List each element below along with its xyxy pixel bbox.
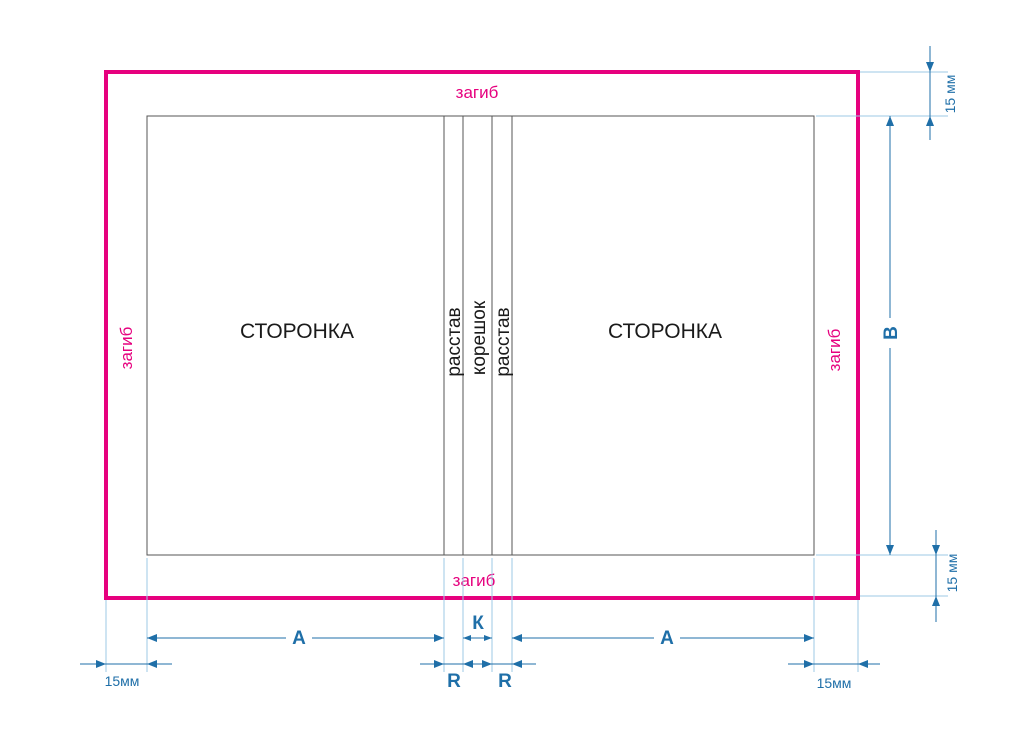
dim-a-right-arrow-start [512, 634, 522, 642]
dim-a-right-label: A [660, 628, 674, 649]
dim-15mm-right-arrow-b [858, 660, 868, 668]
dim-15mm-bottom-arrow-b [932, 596, 940, 606]
dim-a-left-arrow-start [147, 634, 157, 642]
dim-15mm-left-arrow-a [96, 660, 106, 668]
fold-left-label: загиб [117, 326, 136, 369]
left-panel-label: СТОРОНКА [240, 320, 354, 343]
fold-border [104, 70, 860, 600]
spine-label: корешок [469, 300, 490, 375]
dim-k-arrow-start [463, 635, 471, 641]
dim-r-left-arrow-b [463, 660, 473, 668]
dim-b-arrow-top [886, 116, 894, 126]
dim-a-left-label: A [292, 628, 306, 649]
dim-15mm-right-label: 15мм [817, 675, 852, 691]
dim-15mm-bottom-arrow-a [932, 545, 940, 555]
dim-k-arrow-end [484, 635, 492, 641]
dim-b-arrow-bottom [886, 545, 894, 555]
dim-r-right-label: R [498, 671, 512, 692]
dim-a-right-arrow-end [804, 634, 814, 642]
dim-r-right-arrow-a [482, 660, 492, 668]
dim-r-left-arrow-a [434, 660, 444, 668]
dim-15mm-left-arrow-b [147, 660, 157, 668]
fold-top-label: загиб [456, 83, 499, 102]
dim-15mm-right-arrow-a [804, 660, 814, 668]
dim-a-left-arrow-end [434, 634, 444, 642]
dim-b-label: B [881, 326, 902, 340]
dim-r-right-arrow-b [512, 660, 522, 668]
fold-right-label: загиб [825, 328, 844, 371]
dim-15mm-top-arrow-a [926, 62, 934, 72]
gap-left-label: расстав [444, 307, 465, 376]
dim-15mm-bottom-label: 15 мм [944, 554, 960, 593]
dim-15mm-top-label: 15 мм [942, 75, 958, 114]
trim-rectangle [146, 115, 815, 556]
gap-right-label: расстав [493, 307, 514, 376]
fold-bottom-label: загиб [453, 571, 496, 590]
dim-k-label: К [472, 613, 484, 634]
dim-15mm-left-label: 15мм [105, 673, 140, 689]
right-panel-label: СТОРОНКА [608, 320, 722, 343]
dim-15mm-top-arrow-b [926, 116, 934, 126]
dim-r-left-label: R [447, 671, 461, 692]
